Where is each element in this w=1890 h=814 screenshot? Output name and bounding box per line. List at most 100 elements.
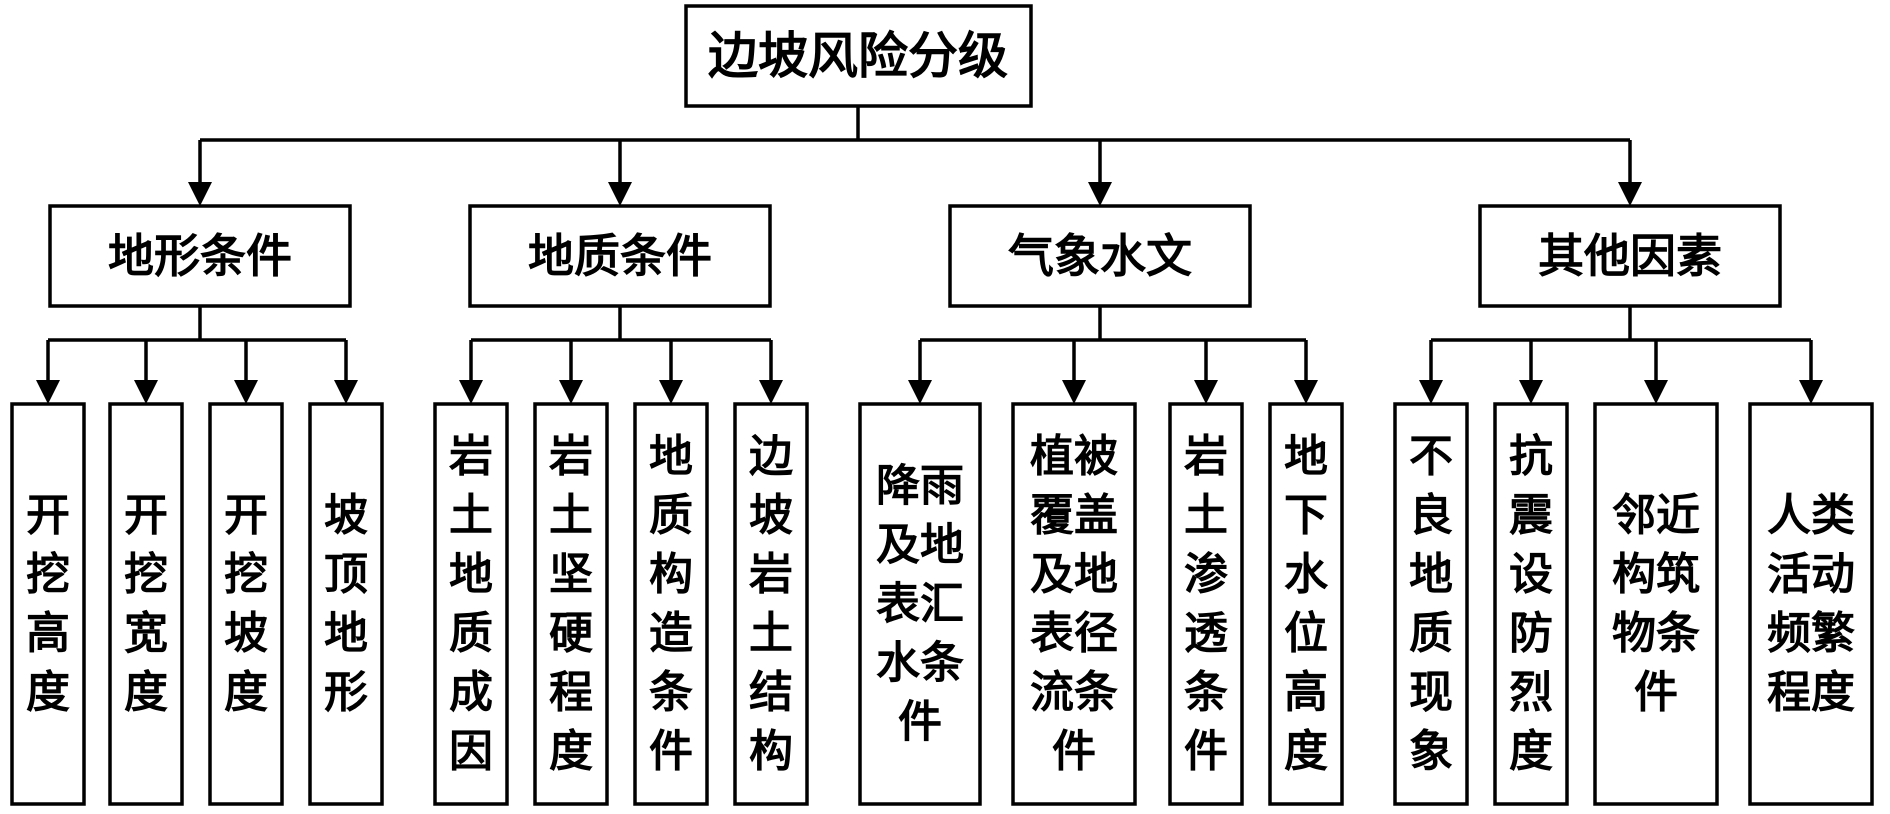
category-label: 地质条件 (528, 229, 712, 283)
leaf-label-line: 件 (898, 697, 942, 748)
category-arrow (1088, 182, 1112, 206)
leaf-label-line: 现 (1409, 667, 1453, 718)
leaf-label-line: 人类 (1767, 490, 1855, 541)
category-label: 气象水文 (1008, 229, 1192, 283)
leaf-label-line: 条 (1184, 667, 1228, 718)
leaf-arrow (134, 380, 158, 404)
leaf-arrow (1419, 380, 1443, 404)
leaf-label-line: 下 (1284, 490, 1328, 541)
leaf-label-line: 不 (1409, 431, 1453, 482)
leaf-label-line: 渗 (1184, 549, 1228, 600)
leaf-label-line: 良 (1409, 490, 1453, 541)
leaf-arrow (759, 380, 783, 404)
category-node: 气象水文 (948, 204, 1252, 308)
leaf-label-line: 坡 (224, 608, 268, 659)
leaf-label-line: 岩 (749, 549, 793, 600)
root-node: 边坡风险分级 (684, 4, 1033, 108)
leaf-label-line: 高 (26, 608, 70, 659)
leaf-label-line: 质 (449, 608, 493, 659)
leaf-arrow (908, 380, 932, 404)
leaf-arrow (334, 380, 358, 404)
leaf-label-line: 顶 (324, 549, 368, 600)
leaf-arrow (559, 380, 583, 404)
leaf-label-line: 降雨 (876, 461, 964, 512)
leaf-label-line: 挖 (124, 549, 168, 600)
leaf-label-line: 度 (549, 726, 593, 777)
category-arrow (188, 182, 212, 206)
leaf-label-line: 土 (449, 490, 493, 541)
leaf-label-line: 地 (1409, 549, 1453, 600)
category-row: 地形条件地质条件气象水文其他因素 (48, 204, 1782, 308)
leaf-label-line: 开 (224, 490, 268, 541)
leaf-label-line: 及地 (876, 520, 964, 571)
leaf-label-line: 程度 (1767, 667, 1855, 718)
leaf-label-line: 邻近 (1612, 490, 1700, 541)
leaf-label-line: 件 (1052, 726, 1096, 777)
leaf-label-line: 活动 (1767, 549, 1855, 600)
leaf-label-line: 构 (649, 549, 693, 600)
leaf-label-line: 抗 (1509, 431, 1553, 482)
leaf-arrow (459, 380, 483, 404)
leaf-label-line: 地 (649, 431, 693, 482)
leaf-label-line: 高 (1284, 667, 1328, 718)
leaf-arrow (1062, 380, 1086, 404)
category-node: 地形条件 (48, 204, 352, 308)
leaf-label-line: 坡 (324, 490, 368, 541)
leaf-label-line: 烈 (1509, 667, 1553, 718)
leaf-arrow (1519, 380, 1543, 404)
leaf-label-line: 结 (749, 667, 793, 718)
leaf-label-line: 频繁 (1767, 608, 1855, 659)
leaf-label-line: 质 (649, 490, 693, 541)
leaf-label-line: 度 (26, 667, 70, 718)
category-arrow (1618, 182, 1642, 206)
leaf-label-line: 透 (1184, 608, 1229, 659)
leaf-label-line: 设 (1509, 549, 1553, 600)
leaf-label-line: 土 (1184, 490, 1228, 541)
leaf-arrow (1294, 380, 1318, 404)
leaf-label-line: 挖 (26, 549, 70, 600)
leaf-label-line: 覆盖 (1030, 490, 1118, 541)
leaf-label-line: 象 (1409, 726, 1453, 777)
leaf-arrow (36, 380, 60, 404)
leaf-label-line: 岩 (549, 431, 593, 482)
leaf-label-line: 地 (449, 549, 493, 600)
category-node: 地质条件 (468, 204, 772, 308)
leaf-label-line: 开 (124, 490, 168, 541)
leaf-label-line: 表汇 (876, 579, 964, 630)
leaf-label-line: 造 (649, 608, 693, 659)
leaf-label-line: 水 (1284, 549, 1329, 600)
leaf-label-line: 构 (749, 726, 793, 777)
leaf-label-line: 度 (1284, 726, 1328, 777)
leaf-label-line: 件 (1184, 726, 1228, 777)
leaf-label-line: 地 (324, 608, 368, 659)
leaf-label-line: 挖 (224, 549, 268, 600)
leaf-arrow (659, 380, 683, 404)
leaf-label-line: 度 (224, 667, 268, 718)
leaf-label-line: 及地 (1030, 549, 1118, 600)
leaf-label-line: 开 (26, 490, 70, 541)
leaf-label-line: 岩 (1184, 431, 1228, 482)
category-arrow (608, 182, 632, 206)
leaf-label-line: 因 (449, 726, 493, 777)
leaf-label-line: 边 (749, 431, 793, 482)
leaf-label-line: 岩 (449, 431, 493, 482)
connector-lines (36, 106, 1823, 404)
leaf-label-line: 构筑 (1612, 549, 1700, 600)
leaf-label-line: 土 (749, 608, 793, 659)
leaf-label-line: 硬 (549, 608, 593, 659)
leaf-arrow (1799, 380, 1823, 404)
leaf-arrow (1194, 380, 1218, 404)
leaf-label-line: 表径 (1030, 608, 1118, 659)
leaf-row: 开挖高度开挖宽度开挖坡度坡顶地形岩土地质成因岩土坚硬程度地质构造条件边坡岩土结构… (10, 402, 1874, 806)
